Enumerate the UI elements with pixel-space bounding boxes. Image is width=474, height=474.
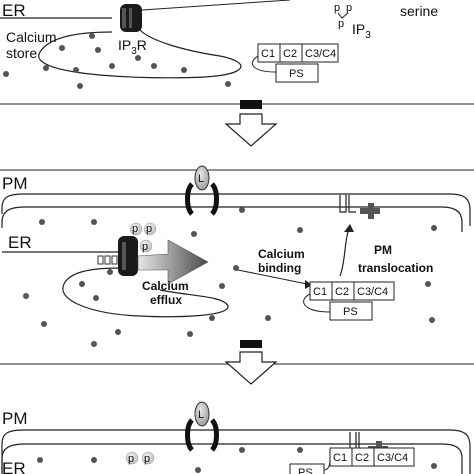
calcium-efflux-label-1: Calcium — [142, 279, 189, 293]
calcium-ions-2 — [23, 207, 437, 347]
translocation-arrow — [339, 225, 351, 277]
calcium-efflux-arrow — [137, 239, 209, 285]
binding-pointer — [237, 269, 313, 286]
pkc-complex-active: C1 C2 C3/C4 PS — [303, 281, 395, 321]
svg-text:C1: C1 — [333, 452, 347, 464]
er-label-3: ER — [2, 459, 26, 474]
svg-text:p: p — [132, 223, 138, 235]
pm-label-2: PM — [2, 174, 28, 193]
calcium-binding-label-2: binding — [258, 261, 301, 275]
svg-text:C3/C4: C3/C4 — [357, 286, 388, 298]
pkc-complex-membrane: PS C1 C2 C3/C4 — [289, 447, 415, 474]
phospho-groups-3: p p — [125, 451, 155, 465]
svg-text:p: p — [142, 241, 148, 253]
calcium-efflux-label-2: efflux — [150, 293, 182, 307]
ligand-label-3: L — [198, 409, 204, 421]
calcium-store-label-2: store — [6, 45, 37, 61]
svg-text:p: p — [338, 18, 344, 30]
calcium-store-label-1: Calcium — [6, 29, 57, 45]
ip3r-channel-icon — [120, 4, 142, 32]
er-label: ER — [2, 1, 26, 20]
svg-text:p: p — [346, 2, 352, 14]
pm-membrane — [1, 193, 471, 226]
ip3r-label: IP3R — [118, 37, 147, 57]
panel-1: ER Calcium store IP3R p p p IP3 serine C… — [0, 0, 438, 89]
ip3-molecule: p p p — [334, 2, 352, 30]
pm-translocation-label-1: PM — [374, 243, 392, 257]
pm-membrane-3 — [1, 429, 471, 474]
svg-text:PS: PS — [343, 306, 358, 318]
ip3r-channel-active-icon — [118, 236, 138, 276]
receptor-icon — [185, 165, 219, 216]
svg-text:C2: C2 — [355, 452, 369, 464]
pkc-complex-inactive: C1 C2 C3/C4 PS — [251, 43, 339, 83]
pm-translocation-label-2: translocation — [358, 261, 433, 275]
svg-text:p: p — [128, 453, 134, 465]
er-membrane — [0, 17, 242, 79]
pm-membrane-3-inner — [1, 443, 463, 474]
panel-2: PM L ER p p p Calcium efflux — [0, 165, 474, 347]
svg-text:C1: C1 — [261, 48, 275, 60]
transition-arrow-2 — [0, 340, 474, 385]
transition-arrow-1 — [0, 100, 474, 147]
svg-text:PS: PS — [298, 467, 313, 474]
svg-text:C2: C2 — [283, 48, 297, 60]
ip3-label: IP3 — [352, 21, 371, 41]
pm-membrane-inner — [1, 206, 463, 232]
calcium-ions-3 — [37, 447, 437, 473]
svg-text:C1: C1 — [313, 286, 327, 298]
serine-label: serine — [400, 3, 438, 19]
svg-text:PS: PS — [289, 68, 304, 80]
arrow-line — [141, 0, 291, 11]
svg-text:C3/C4: C3/C4 — [377, 452, 408, 464]
phospho-groups-2: p p p — [129, 222, 157, 253]
svg-text:p: p — [334, 2, 340, 14]
domain-markers — [97, 255, 118, 265]
svg-text:p: p — [144, 453, 150, 465]
receptor-icon-3 — [185, 401, 219, 452]
er-membrane-2 — [2, 251, 229, 318]
pm-label-3: PM — [2, 409, 28, 428]
svg-text:C3/C4: C3/C4 — [305, 48, 336, 60]
er-label-2: ER — [8, 233, 32, 252]
svg-text:C2: C2 — [335, 286, 349, 298]
calcium-ions-1 — [3, 33, 231, 89]
calcium-binding-label-1: Calcium — [258, 247, 305, 261]
panel-3: PM L ER p p PS C1 C2 C3/C — [1, 401, 471, 474]
ligand-label-2: L — [198, 173, 204, 185]
dag-marker — [339, 195, 380, 219]
svg-text:p: p — [146, 223, 152, 235]
